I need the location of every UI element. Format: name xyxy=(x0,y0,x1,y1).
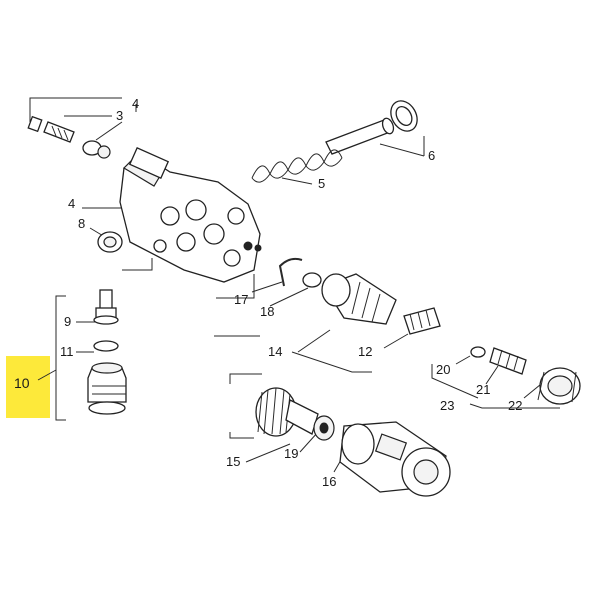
callout-11: 11 xyxy=(60,344,74,359)
leader-lines xyxy=(29,97,560,473)
threaded-part xyxy=(403,307,441,335)
callout-19: 19 xyxy=(284,446,298,461)
callout-18: 18 xyxy=(260,304,274,319)
fitting-part xyxy=(321,273,397,325)
callout-17: 17 xyxy=(234,292,248,307)
callout-21: 21 xyxy=(476,382,490,397)
highlight-box xyxy=(6,356,50,418)
callout-5: 5 xyxy=(318,176,325,191)
piston-rod-part xyxy=(325,100,418,155)
spring-part xyxy=(251,149,343,183)
callout-4-left: 4 xyxy=(68,196,75,211)
callout-6: 6 xyxy=(428,148,435,163)
seal-part xyxy=(97,231,123,253)
valve-insert-part xyxy=(87,289,127,415)
callout-8: 8 xyxy=(78,216,85,231)
callout-9: 9 xyxy=(64,314,71,329)
callout-10: 10 xyxy=(14,375,30,391)
hose-barb-part xyxy=(470,346,581,405)
callout-20: 20 xyxy=(436,362,450,377)
callout-3: 3 xyxy=(116,108,123,123)
callout-23: 23 xyxy=(440,398,454,413)
clip-part xyxy=(278,257,322,288)
callout-16: 16 xyxy=(322,474,336,489)
quick-coupler-part xyxy=(255,387,335,441)
callout-14: 14 xyxy=(268,344,282,359)
callout-15: 15 xyxy=(226,454,240,469)
valve-stack-part xyxy=(27,115,111,159)
coupler-nut-part xyxy=(339,421,451,497)
pump-housing-part xyxy=(119,147,262,283)
callout-22: 22 xyxy=(508,398,522,413)
callout-labels: 4 3 6 5 4 8 17 18 9 11 10 14 12 20 21 23… xyxy=(14,96,522,489)
callout-12: 12 xyxy=(358,344,372,359)
callout-4-top: 4 xyxy=(132,96,139,111)
